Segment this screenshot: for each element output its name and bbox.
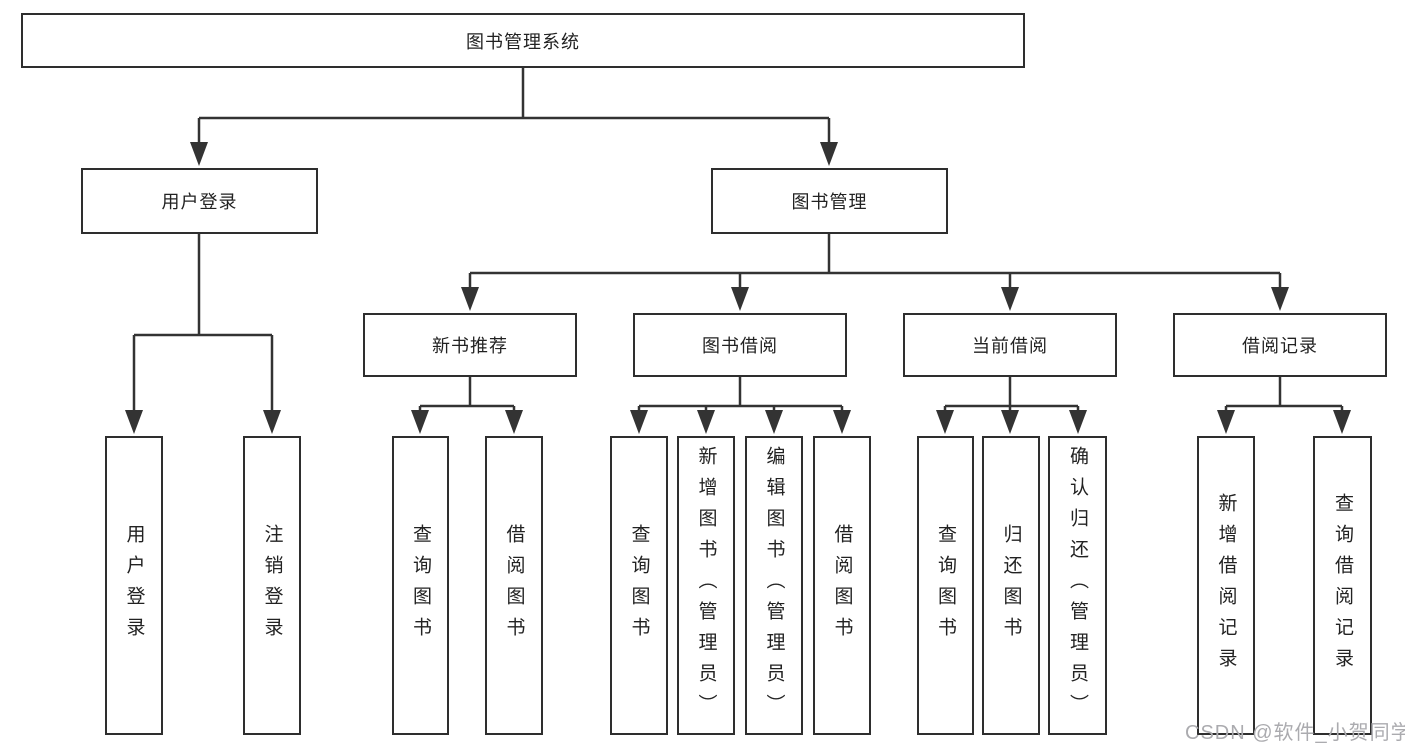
node-label: 查询借阅记录: [1332, 492, 1353, 679]
leaf-edit-books-admin: 编辑图书（管理员）: [745, 436, 803, 735]
node-book-management: 图书管理: [711, 168, 948, 234]
node-label: 新增借阅记录: [1215, 492, 1237, 679]
leaf-add-books-admin: 新增图书（管理员）: [677, 436, 735, 735]
leaf-return-books: 归还图书: [982, 436, 1040, 735]
node-label: 当前借阅: [972, 336, 1048, 356]
node-label: 图书借阅: [702, 336, 778, 356]
csdn-watermark: CSDN @软件_小贺同学: [1185, 722, 1405, 744]
leaf-logout: 注销登录: [243, 436, 301, 735]
node-label: 查询图书: [628, 523, 650, 648]
node-label: 用户登录: [161, 192, 238, 212]
node-label: 确认归还（管理员）: [1067, 446, 1088, 725]
leaf-user-login: 用户登录: [105, 436, 163, 735]
node-new-book-recommend: 新书推荐: [363, 313, 577, 377]
node-label: 查询图书: [935, 523, 956, 648]
node-label: 借阅图书: [503, 523, 525, 648]
node-label: 用户登录: [123, 523, 145, 648]
node-label: 查询图书: [410, 523, 431, 648]
node-label: 编辑图书（管理员）: [763, 446, 785, 725]
node-label: 图书管理系统: [466, 31, 580, 52]
node-label: 注销登录: [261, 523, 283, 648]
leaf-confirm-return-admin: 确认归还（管理员）: [1048, 436, 1107, 735]
leaf-recommend-query-books: 查询图书: [392, 436, 449, 735]
node-label: 新书推荐: [432, 336, 508, 356]
leaf-query-borrow-record: 查询借阅记录: [1313, 436, 1372, 735]
node-label: 归还图书: [1000, 523, 1022, 648]
node-book-borrowing: 图书借阅: [633, 313, 847, 377]
node-label: 借阅记录: [1242, 336, 1318, 356]
leaf-borrow-query-books: 查询图书: [610, 436, 668, 735]
node-label: 图书管理: [791, 192, 868, 212]
node-user-login: 用户登录: [81, 168, 318, 234]
node-label: 新增图书（管理员）: [695, 446, 717, 725]
node-current-borrowing: 当前借阅: [903, 313, 1117, 377]
node-borrowing-records: 借阅记录: [1173, 313, 1387, 377]
node-label: 借阅图书: [831, 523, 853, 648]
node-library-management-system: 图书管理系统: [21, 13, 1025, 68]
leaf-add-borrow-record: 新增借阅记录: [1197, 436, 1255, 735]
leaf-recommend-borrow-books: 借阅图书: [485, 436, 543, 735]
leaf-current-query-books: 查询图书: [917, 436, 974, 735]
leaf-borrow-books: 借阅图书: [813, 436, 871, 735]
